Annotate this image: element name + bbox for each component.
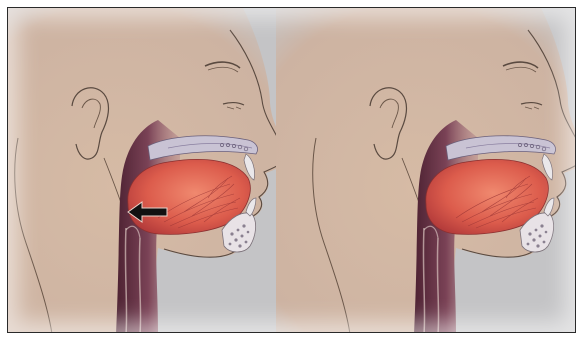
head-diagram-right bbox=[276, 8, 576, 333]
diagram-canvas bbox=[8, 8, 576, 333]
head-diagram-left bbox=[8, 8, 288, 333]
figure-frame bbox=[7, 7, 576, 333]
